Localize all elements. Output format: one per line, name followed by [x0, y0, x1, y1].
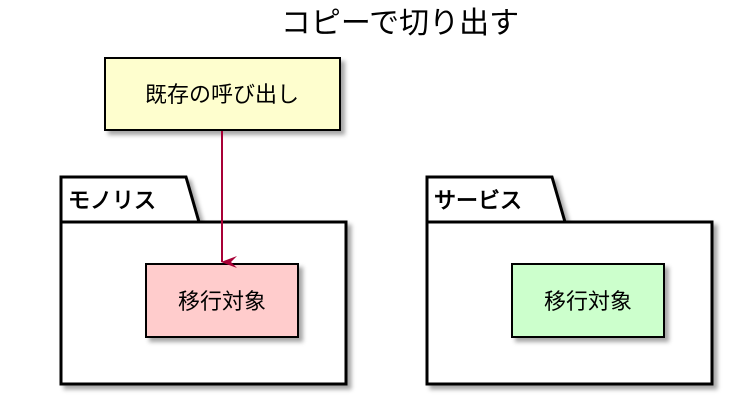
caller-node[interactable]: 既存の呼び出し: [104, 57, 341, 131]
component-service[interactable]: 移行対象: [511, 263, 665, 338]
caller-box: [104, 57, 341, 131]
caller-label: 既存の呼び出し: [145, 83, 299, 108]
component-monolith-label: 移行対象: [178, 290, 266, 315]
component-monolith[interactable]: 移行対象: [145, 263, 299, 338]
package-monolith-name: モノリス: [68, 189, 156, 214]
package-monolith[interactable]: モノリス 移行対象: [59, 175, 348, 386]
component-monolith-box: [145, 263, 299, 338]
component-service-label: 移行対象: [544, 290, 632, 315]
component-service-box: [511, 263, 665, 338]
diagram-title: コピーで切り出す: [281, 6, 519, 41]
package-service-name: サービス: [434, 189, 522, 214]
package-service[interactable]: サービス 移行対象: [425, 175, 714, 386]
